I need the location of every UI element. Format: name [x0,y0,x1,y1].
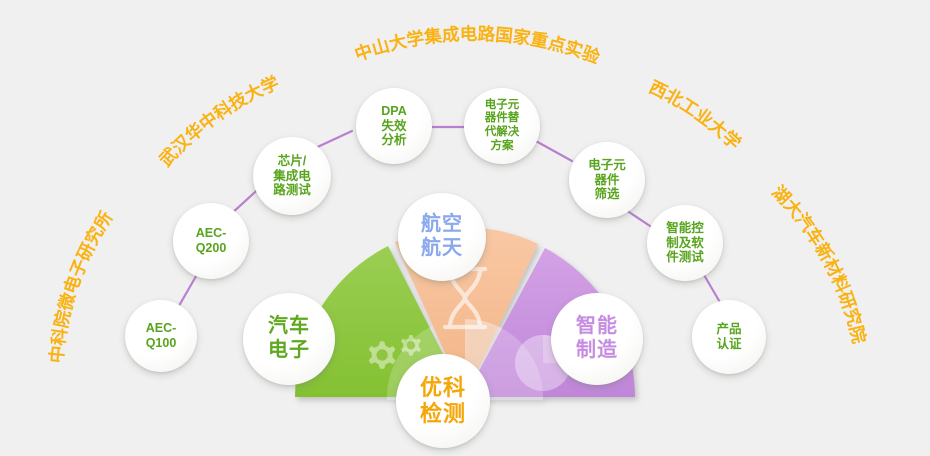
brand-bubble-label: 优科 检测 [419,375,466,426]
industry-bubble-smart-manufacturing[interactable]: 智能 制造 [551,293,643,385]
capability-bubble-aec-q100[interactable]: AEC- Q100 [125,300,197,372]
capability-bubble-product-certification-label: 产品 认证 [716,322,742,351]
capability-bubble-aec-q200[interactable]: AEC- Q200 [173,203,249,279]
capability-bubble-aec-q200-label: AEC- Q200 [195,226,227,255]
capability-bubble-smart-control-software-test[interactable]: 智能控 制及软 件测试 [647,205,723,281]
capability-bubble-dpa-failure-analysis[interactable]: DPA 失效 分析 [356,88,432,164]
industry-bubble-aerospace-label: 航空 航天 [421,213,463,259]
industry-bubble-aerospace[interactable]: 航空 航天 [398,193,486,281]
institute-label-nwpu: 西北工业大学 [646,77,745,154]
brand-bubble-youke-testing[interactable]: 优科 检测 [396,354,490,448]
industry-bubble-automotive-electronics[interactable]: 汽车 电子 [243,293,335,385]
industry-bubble-automotive-electronics-label: 汽车 电子 [268,315,310,361]
capability-bubble-chip-ic-test[interactable]: 芯片/ 集成电 路测试 [253,137,331,215]
gears-icon [368,335,421,369]
industry-bubble-smart-manufacturing-label: 智能 制造 [576,315,618,361]
institute-label-hnu-auto-materials: 湖大汽车新材料研究院 [768,182,869,346]
capability-bubble-product-certification[interactable]: 产品 认证 [692,300,766,374]
capability-bubble-aec-q100-label: AEC- Q100 [145,321,177,350]
institute-label-sysu-ic-lab: 中山大学集成电路国家重点实验室 [0,0,603,68]
capability-bubble-chip-ic-test-label: 芯片/ 集成电 路测试 [273,153,311,198]
capability-bubble-component-substitution[interactable]: 电子元 器件替 代解决 方案 [464,88,540,164]
capability-bubble-component-screening[interactable]: 电子元 器件 筛选 [569,142,645,218]
institute-label-cas-microelectronics: 中科院微电子研究所 [46,207,117,364]
capability-bubble-dpa-failure-analysis-label: DPA 失效 分析 [381,103,407,148]
capability-bubble-component-substitution-label: 电子元 器件替 代解决 方案 [484,98,520,152]
capability-bubble-component-screening-label: 电子元 器件 筛选 [588,157,626,202]
capability-bubble-smart-control-software-test-label: 智能控 制及软 件测试 [666,220,704,265]
